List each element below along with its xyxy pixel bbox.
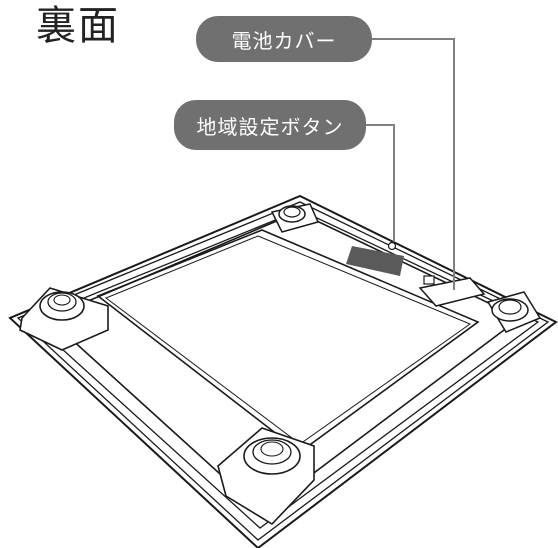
display-window <box>346 246 404 276</box>
foot-left <box>19 287 109 351</box>
battery-cover-label: 電池カバー <box>196 16 372 62</box>
foot-bottom <box>217 427 315 526</box>
page-title: 裏面 <box>36 3 120 49</box>
foot-right <box>486 291 542 333</box>
battery-cover-leader <box>372 38 455 290</box>
region-button[interactable] <box>387 241 397 251</box>
foot-top <box>270 203 320 233</box>
region-button-label: 地域設定ボタン <box>174 100 366 150</box>
region-button-leader <box>366 124 395 242</box>
